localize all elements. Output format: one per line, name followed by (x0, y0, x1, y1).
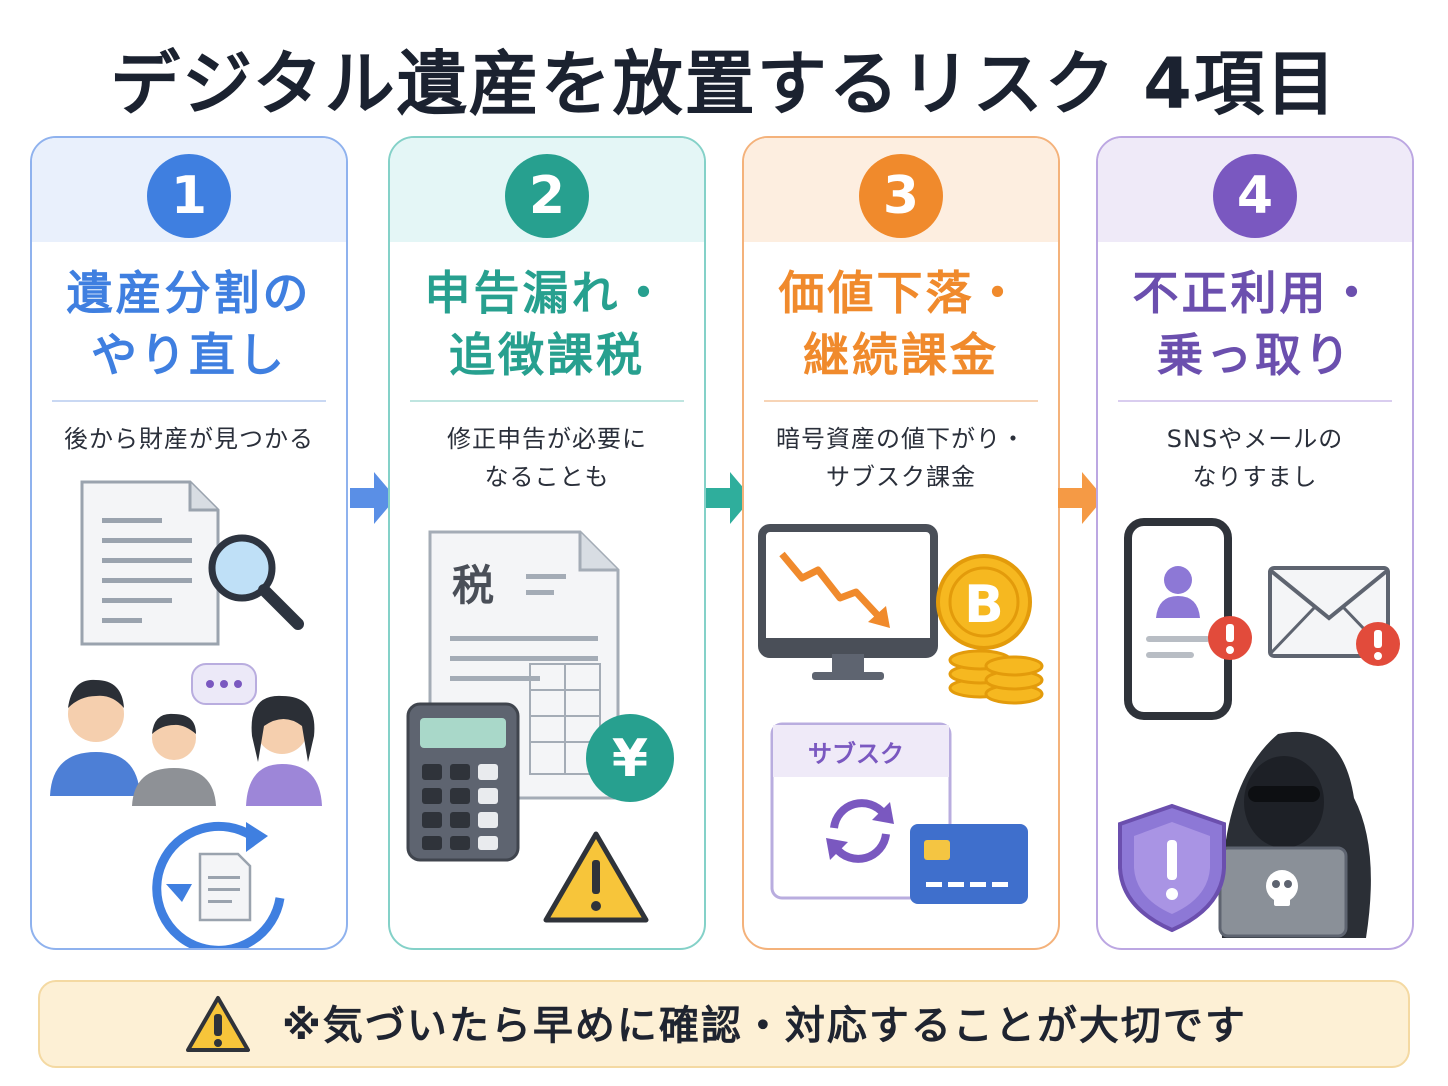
divider (1118, 400, 1392, 402)
subscription-label: サブスク (808, 740, 904, 768)
card-description: 暗号資産の値下がり・ サブスク課金 (744, 420, 1058, 496)
card-heading: 遺産分割の やり直し (32, 262, 346, 386)
card-heading: 申告漏れ・ 追徴課税 (390, 262, 704, 386)
risk-card-1: 1 遺産分割の やり直し 後から財産が見つかる (30, 136, 348, 950)
alert-icon (1208, 616, 1252, 660)
card-illustration: B サブスク (758, 524, 1044, 904)
card-illustration (1118, 518, 1400, 938)
shield-icon (1118, 803, 1226, 933)
bitcoin-icon: B (936, 554, 1032, 650)
heading-line-2: 追徴課税 (449, 328, 645, 382)
monitor-chart-icon (758, 524, 938, 680)
card-illustration: 税 ¥ (406, 530, 674, 923)
hacker-icon (1218, 731, 1371, 938)
footer-note: ※気づいたら早めに確認・対応することが大切です (38, 980, 1410, 1068)
flow-arrow-3 (1058, 472, 1104, 524)
credit-card-icon (910, 824, 1028, 904)
desc-line-1: 修正申告が必要に (447, 425, 647, 453)
heading-line-2: 継続課金 (803, 328, 999, 382)
risk-card-4: 4 不正利用・ 乗っ取り SNSやメールの なりすまし (1096, 136, 1414, 950)
card-heading: 不正利用・ 乗っ取り (1098, 262, 1412, 386)
family-icon (50, 679, 322, 806)
heading-line-2: 乗っ取り (1157, 328, 1353, 382)
page-title: デジタル遺産を放置するリスク 4項目 (110, 43, 1338, 125)
subscription-icon: サブスク (770, 722, 952, 900)
card-heading: 価値下落・ 継続課金 (744, 262, 1058, 386)
chat-bubble-icon (191, 663, 257, 705)
heading-line-1: 遺産分割の (66, 266, 312, 320)
desc-line-2: なることも (484, 463, 610, 491)
calculator-icon (406, 702, 520, 862)
coin-stack-icon (948, 649, 1044, 705)
desc-line-1: 暗号資産の値下がり・ (776, 425, 1026, 453)
card-description: SNSやメールの なりすまし (1098, 420, 1412, 496)
flow-arrow-2 (706, 472, 752, 524)
desc-line-1: SNSやメールの (1166, 425, 1344, 453)
email-icon (1268, 566, 1390, 658)
risk-card-2: 2 申告漏れ・ 追徴課税 修正申告が必要に なることも 税 (388, 136, 706, 950)
magnifier-icon (208, 534, 304, 630)
document-icon (80, 480, 220, 646)
yen-coin-icon: ¥ (586, 714, 674, 802)
step-number-badge: 1 (147, 154, 231, 238)
heading-line-1: 申告漏れ・ (424, 266, 670, 320)
desc-line-2: なりすまし (1192, 463, 1318, 491)
step-number-badge: 3 (859, 154, 943, 238)
step-number-badge: 2 (505, 154, 589, 238)
tax-char: 税 (452, 561, 494, 610)
warning-icon (186, 996, 250, 1052)
card-illustration (50, 480, 322, 948)
step-number-badge: 4 (1213, 154, 1297, 238)
desc-line-1: 後から財産が見つかる (64, 425, 314, 453)
divider (52, 400, 326, 402)
heading-line-1: 価値下落・ (778, 266, 1024, 320)
alert-icon (1356, 622, 1400, 666)
phone-profile-icon (1124, 518, 1232, 720)
footer-text: ※気づいたら早めに確認・対応することが大切です (282, 1003, 1247, 1049)
btc-symbol: B (964, 575, 1004, 635)
divider (410, 400, 684, 402)
desc-line-2: サブスク課金 (826, 463, 976, 491)
refresh-document-icon (152, 821, 285, 948)
card-description: 修正申告が必要に なることも (390, 420, 704, 496)
divider (764, 400, 1038, 402)
flow-arrow-1 (350, 472, 396, 524)
warning-icon (543, 831, 649, 923)
card-description: 後から財産が見つかる (32, 420, 346, 458)
risk-card-3: 3 価値下落・ 継続課金 暗号資産の値下がり・ サブスク課金 B (742, 136, 1060, 950)
yen-symbol: ¥ (612, 729, 648, 789)
heading-line-2: やり直し (91, 328, 287, 382)
heading-line-1: 不正利用・ (1132, 266, 1378, 320)
